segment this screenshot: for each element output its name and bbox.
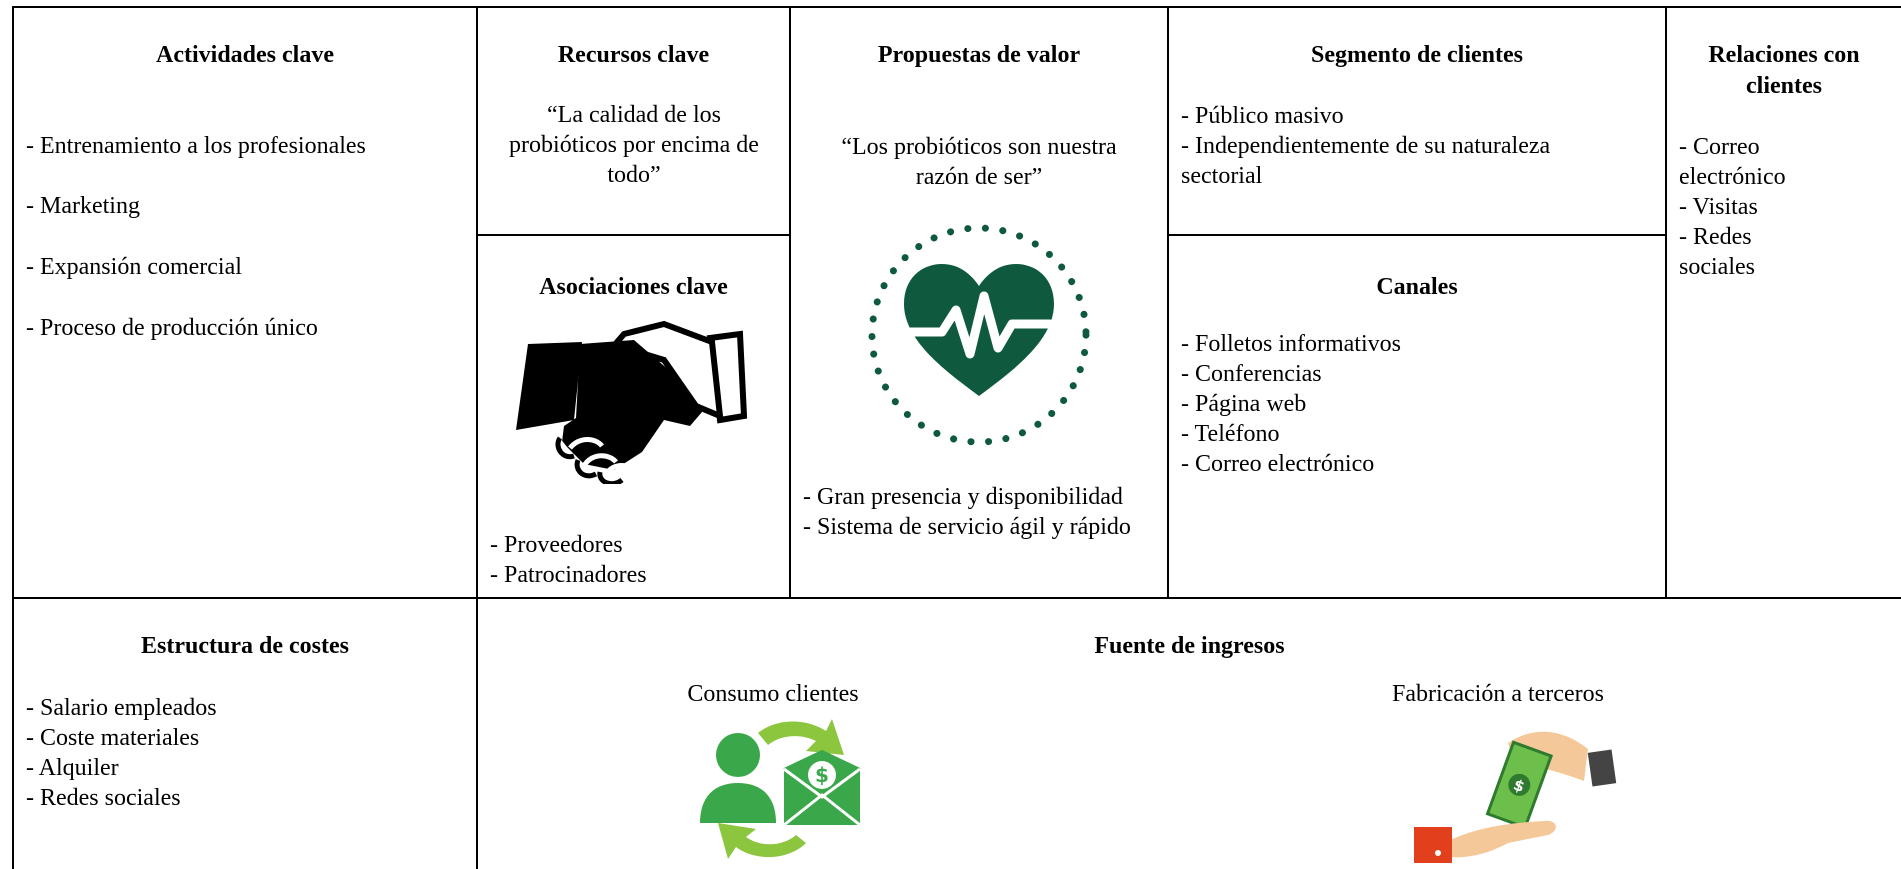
list-item: - Proceso de producción único (26, 315, 318, 341)
value-proposition-quote: “Los probióticos son nuestra razón de se… (841, 134, 1117, 190)
divider-col-2 (789, 6, 791, 598)
list-item: - Correo electrónico (1181, 451, 1375, 477)
list-item: - Teléfono (1181, 421, 1280, 447)
customer-payment-cycle-icon: $ (688, 711, 868, 869)
key-activities-list: - Entrenamiento a los profesionales - Ma… (26, 131, 366, 343)
key-activities-title: Actividades clave (156, 42, 334, 68)
value-proposition-list: - Gran presencia y disponibilidad - Sist… (803, 482, 1143, 542)
svg-text:$: $ (815, 763, 829, 787)
divider-row-resources (476, 234, 790, 236)
channels-block: Canales - Folletos informativos - Confer… (1169, 236, 1665, 597)
customer-relationships-title: Relaciones con clientes (1708, 42, 1860, 99)
list-item: - Público masivo (1181, 103, 1344, 129)
divider-row-bottom (12, 597, 1901, 599)
list-item: - Proveedores (490, 532, 623, 558)
divider-col-3 (1167, 6, 1169, 598)
list-item: - Alquiler (26, 755, 119, 781)
heart-pulse-icon (864, 220, 1094, 450)
channels-title: Canales (1376, 274, 1458, 300)
divider-row-segments (1167, 234, 1667, 236)
value-proposition-title: Propuestas de valor (877, 42, 1081, 68)
money-handover-icon: $ (1408, 723, 1628, 869)
cost-structure-list: - Salario empleados - Coste materiales -… (26, 693, 217, 813)
list-item: - Gran presencia y disponibilidad (803, 484, 1123, 510)
list-item: - Sistema de servicio ágil y rápido (803, 514, 1131, 540)
key-resources-title: Recursos clave (557, 42, 710, 68)
list-item: - Entrenamiento a los profesionales (26, 133, 366, 159)
consumo-clientes-label: Consumo clientes (687, 681, 859, 707)
list-item: - Visitas (1679, 194, 1758, 220)
list-item: - Patrocinadores (490, 562, 647, 588)
handshake-icon (514, 320, 752, 484)
list-item: - Página web (1181, 391, 1307, 417)
cost-structure-block: Estructura de costes - Salario empleados… (14, 599, 476, 869)
revenue-streams-block: Fuente de ingresos Consumo clientes Fabr… (478, 599, 1901, 869)
list-item: - Marketing (26, 193, 140, 219)
customer-segments-list: - Público masivo - Independientemente de… (1181, 101, 1621, 191)
list-item: - Conferencias (1181, 361, 1322, 387)
border-left (12, 6, 14, 869)
list-item: - Redes sociales (1679, 224, 1755, 280)
key-resources-quote: “La calidad de los probióticos por encim… (509, 102, 759, 188)
key-activities-block: Actividades clave - Entrenamiento a los … (14, 8, 476, 597)
fabricacion-terceros-label: Fabricación a terceros (1392, 681, 1604, 707)
cost-structure-title: Estructura de costes (141, 633, 349, 659)
customer-relationships-list: - Correo electrónico - Visitas - Redes s… (1679, 132, 1829, 282)
divider-col-4 (1665, 6, 1667, 598)
list-item: - Expansión comercial (26, 254, 242, 280)
revenue-streams-title: Fuente de ingresos (1094, 633, 1285, 659)
customer-segments-block: Segmento de clientes - Público masivo - … (1169, 8, 1665, 234)
list-item: - Salario empleados (26, 695, 217, 721)
customer-segments-title: Segmento de clientes (1311, 42, 1523, 68)
customer-relationships-block: Relaciones con clientes - Correo electró… (1667, 8, 1901, 597)
key-partners-block: Asociaciones clave - Proveedores - Patro… (478, 236, 789, 597)
key-partners-list: - Proveedores - Patrocinadores (490, 530, 647, 590)
channels-list: - Folletos informativos - Conferencias -… (1181, 329, 1401, 479)
list-item: - Coste materiales (26, 725, 200, 751)
border-top (12, 6, 1901, 8)
divider-col-1 (476, 6, 478, 869)
list-item: - Folletos informativos (1181, 331, 1401, 357)
key-partners-title: Asociaciones clave (539, 274, 728, 300)
value-proposition-block: Propuestas de valor “Los probióticos son… (791, 8, 1167, 597)
key-resources-block: Recursos clave “La calidad de los probió… (478, 8, 789, 234)
list-item: - Redes sociales (26, 785, 181, 811)
list-item: - Correo electrónico (1679, 134, 1786, 190)
list-item: - Independientemente de su naturaleza se… (1181, 133, 1551, 189)
